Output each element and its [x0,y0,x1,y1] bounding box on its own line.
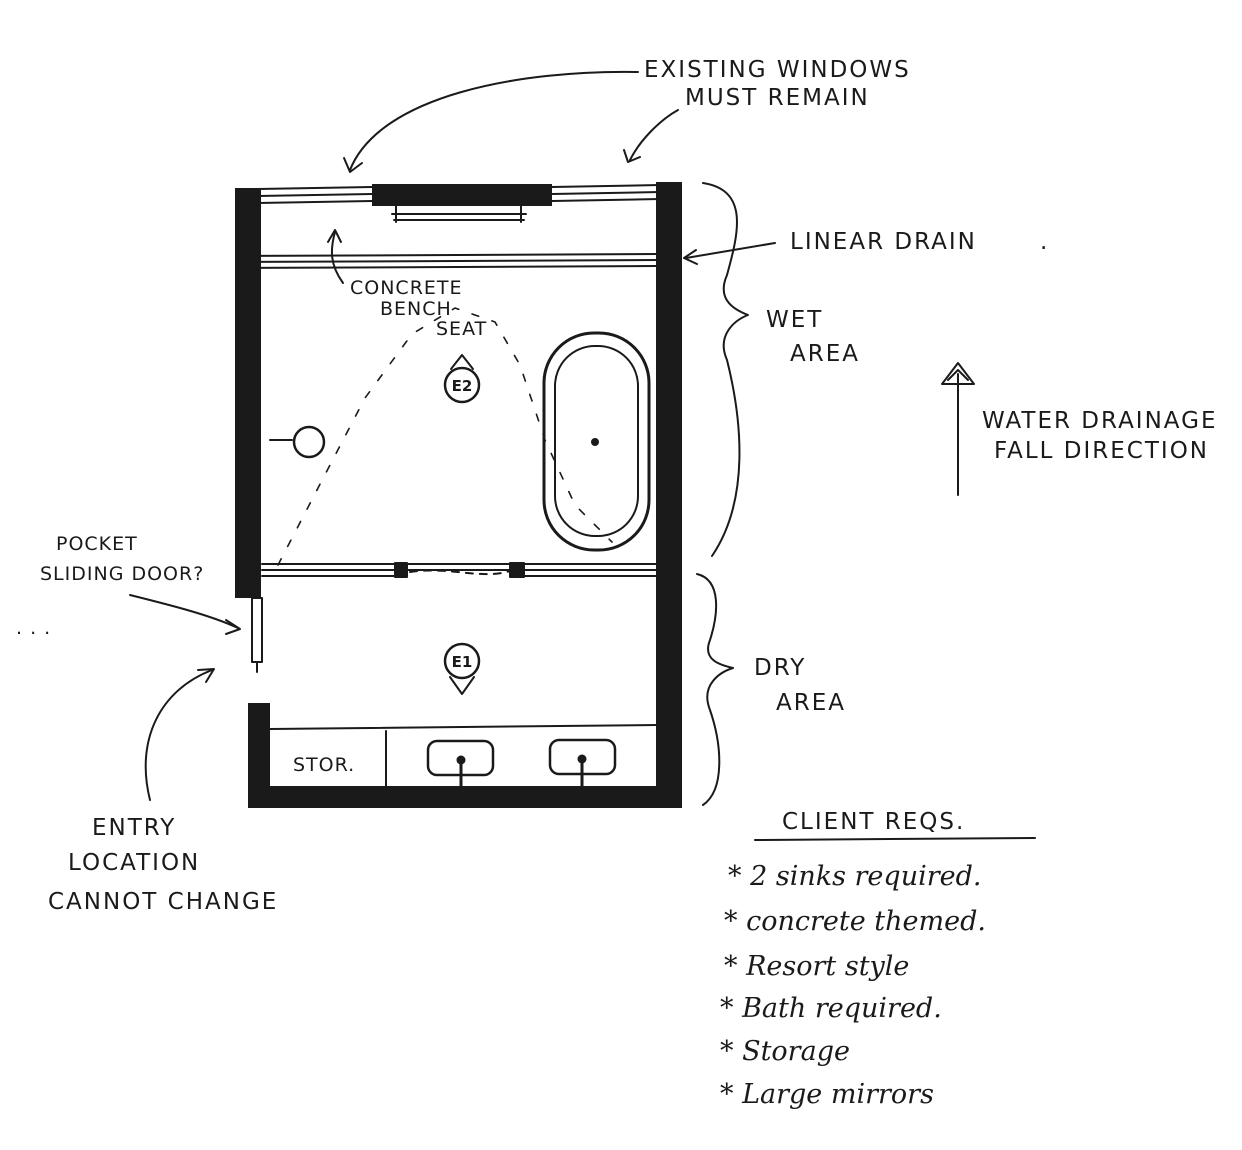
dry-area-brace [696,573,734,806]
bottom-wall [252,786,682,808]
elevation-label-e1: E1 [452,653,473,671]
client-req-item: * concrete themed. [724,906,986,937]
freestanding-bath [542,331,651,552]
dry-area-label-line1: DRY [754,655,806,681]
door-arrow [129,594,239,629]
bench-note-line3: SEAT [436,318,487,340]
glass-screen [261,562,659,578]
sink-left [426,739,495,792]
drain-arrow [685,242,776,259]
annotation-arrows [129,70,776,801]
client-reqs-title: CLIENT REQS. [782,809,965,835]
bench-arrow [330,231,344,284]
entry-arrow [144,669,213,801]
door-note-line1: POCKET [56,533,138,555]
shower-fixture [269,307,613,566]
drainage-note-line2: FALL DIRECTION [994,438,1209,464]
wet-area-label-line2: AREA [790,341,860,367]
elevation-marker-e1: E1 [443,642,481,695]
windows-arrow-right [629,109,679,161]
windows-note-line1: EXISTING WINDOWS [644,57,911,83]
stray-dots: . . . [16,617,51,639]
vanity-unit [269,724,659,792]
elevation-label-e2: E2 [452,377,473,395]
client-reqs-underline [754,837,1036,841]
entry-note-line3: CANNOT CHANGE [48,889,278,915]
client-req-item: * Bath required. [720,993,942,1024]
existing-windows [257,184,661,223]
client-req-item: * Large mirrors [720,1079,934,1110]
dry-area-label-line2: AREA [776,690,846,716]
area-braces [696,182,749,806]
drain-note: LINEAR DRAIN [790,229,977,255]
door-note-line2: SLIDING DOOR? [40,563,204,585]
window-header [372,184,552,206]
client-req-item: * Storage [720,1036,850,1067]
windows-note-line2: MUST REMAIN [685,85,870,111]
right-wall [656,182,682,807]
client-req-item: * 2 sinks required. [728,861,981,892]
bench-note-line2: BENCH [380,298,452,320]
sink-right [548,738,617,792]
bench-note-line1: CONCRETE [350,277,463,299]
windows-arrow-left [349,70,639,171]
wet-area-brace [702,182,749,557]
bathroom-walls [235,182,682,808]
drainage-direction-arrow [941,362,975,496]
storage-label: STOR. [293,754,355,776]
wet-area-label-line1: WET [766,307,823,333]
left-wall-lower [248,703,270,808]
elevation-marker-e2: E2 [443,354,481,404]
entry-note-line2: LOCATION [68,850,200,876]
drainage-note-line1: WATER DRAINAGE [982,408,1217,434]
pocket-sliding-door [251,597,263,673]
linear-drain-plan [237,253,659,269]
left-wall-upper [235,188,261,598]
client-requirements: CLIENT REQS. * 2 sinks required. * concr… [720,809,986,1110]
entry-note-line1: ENTRY [92,815,176,841]
drain-note-dot: . [1040,229,1049,255]
client-req-item: * Resort style [724,951,909,982]
